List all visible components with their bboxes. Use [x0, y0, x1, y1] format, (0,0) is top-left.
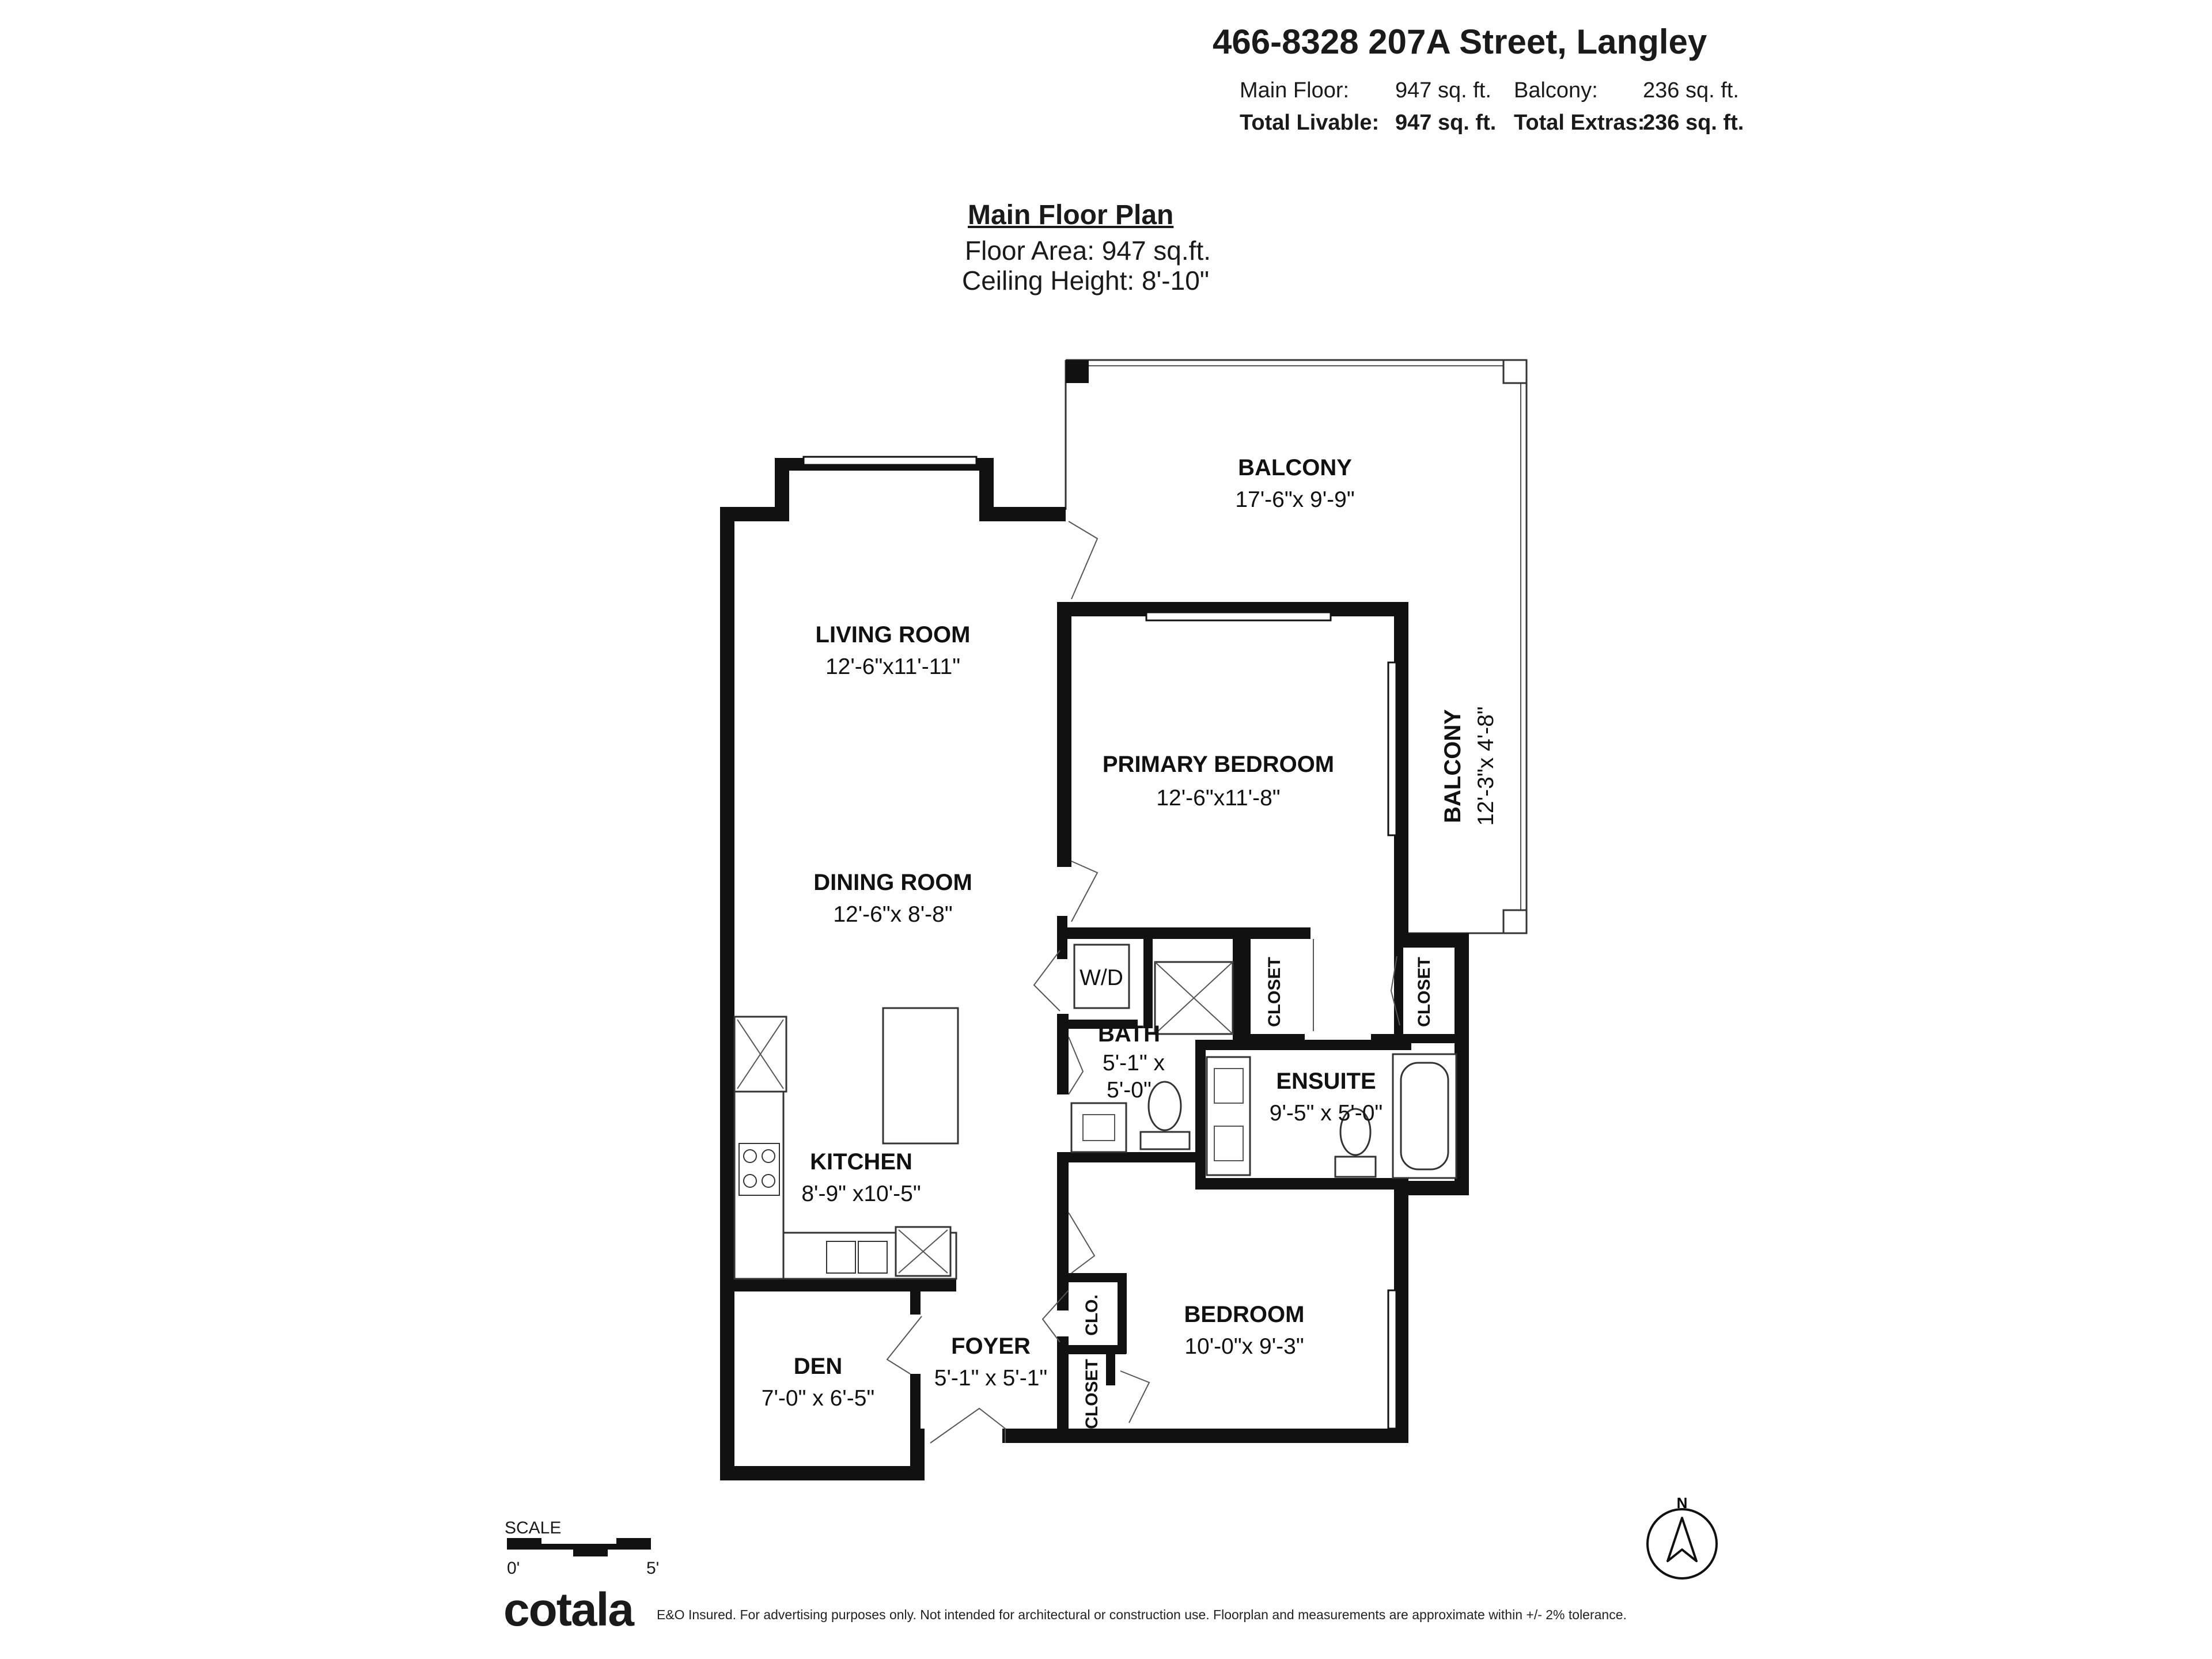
closet-a-label: CLOSET	[1265, 957, 1284, 1027]
ceiling-height: Ceiling Height: 8'-10"	[962, 266, 1210, 296]
property-address: 466-8328 207A Street, Langley	[1213, 22, 1707, 61]
closet-c-label: CLOSET	[1082, 1359, 1101, 1429]
room-labels: BALCONY 17'-6"x 9'-9" BALCONY 12'-3"x 4'…	[762, 455, 1498, 1429]
bath-dim-2: 5'-0"	[1107, 1078, 1152, 1103]
scale-start: 0'	[507, 1559, 520, 1578]
bathtub	[1392, 1053, 1457, 1179]
compass-north: N	[1677, 1494, 1688, 1512]
balcony-value: 236 sq. ft.	[1643, 78, 1739, 103]
scale-label: SCALE	[505, 1518, 562, 1537]
closet-b-label: CLOSET	[1415, 957, 1434, 1027]
kitchen-island	[882, 1007, 959, 1145]
balcony-post-side	[1502, 909, 1528, 934]
dining-room-dim: 12'-6"x 8'-8"	[833, 902, 952, 927]
floor-area: Floor Area: 947 sq.ft.	[965, 236, 1211, 266]
compass-icon: N	[1646, 1494, 1718, 1580]
wd-label: W/D	[1080, 965, 1123, 990]
balcony-outline	[1065, 359, 1528, 934]
plan-title: Main Floor Plan	[968, 200, 1174, 230]
bedroom-dim: 10'-0"x 9'-3"	[1184, 1334, 1304, 1359]
main-floor-value: 947 sq. ft.	[1395, 78, 1491, 103]
primary-bedroom-dim: 12'-6"x11'-8"	[1156, 786, 1280, 810]
bath-dim-1: 5'-1" x	[1103, 1051, 1165, 1075]
scale-bar	[507, 1538, 651, 1556]
door-swings	[886, 521, 1400, 1444]
balcony-side-dim: 12'-3"x 4'-8"	[1474, 706, 1498, 825]
washer-dryer	[1073, 944, 1130, 1009]
clo-label: CLO.	[1082, 1294, 1101, 1336]
bath-vanity	[1070, 1102, 1127, 1153]
foyer-name: FOYER	[951, 1334, 1031, 1359]
interior-walls	[720, 916, 1457, 1443]
balcony-post-corner	[1502, 359, 1528, 384]
foyer-dim: 5'-1" x 5'-1"	[934, 1366, 1048, 1391]
kitchen-counter	[733, 1090, 785, 1280]
kitchen-dim: 8'-9" x10'-5"	[801, 1181, 921, 1206]
den-name: DEN	[794, 1354, 842, 1379]
total-livable-label: Total Livable:	[1240, 111, 1380, 135]
balcony-side-name: BALCONY	[1440, 709, 1465, 823]
living-room-name: LIVING ROOM	[816, 622, 971, 647]
balcony-main-name: BALCONY	[1238, 455, 1352, 480]
balcony-label: Balcony:	[1514, 78, 1598, 103]
main-floor-label: Main Floor:	[1240, 78, 1350, 103]
scale-end: 5'	[646, 1559, 660, 1578]
disclaimer: E&O Insured. For advertising purposes on…	[657, 1607, 1627, 1622]
windows	[802, 456, 1397, 1430]
ensuite-dim: 9'-5" x 5'-0"	[1270, 1101, 1383, 1126]
ensuite-toilet	[1334, 1108, 1377, 1178]
balcony-post	[1066, 360, 1089, 383]
balcony-main-dim: 17'-6"x 9'-9"	[1235, 487, 1354, 512]
ensuite-name: ENSUITE	[1276, 1069, 1376, 1094]
dining-room-name: DINING ROOM	[813, 870, 972, 895]
fixtures	[733, 944, 1457, 1280]
total-livable-value: 947 sq. ft.	[1395, 111, 1497, 135]
living-room-dim: 12'-6"x11'-11"	[825, 654, 960, 679]
den-dim: 7'-0" x 6'-5"	[762, 1386, 875, 1411]
bedroom-name: BEDROOM	[1184, 1302, 1305, 1327]
total-extras-value: 236 sq. ft.	[1643, 111, 1744, 135]
bath-toilet	[1139, 1081, 1191, 1150]
cotala-logo: cotala	[503, 1584, 634, 1636]
kitchen-sink	[826, 1241, 888, 1274]
primary-bedroom-name: PRIMARY BEDROOM	[1103, 752, 1334, 777]
total-extras-label: Total Extras:	[1514, 111, 1645, 135]
stove	[738, 1143, 780, 1196]
bath-name: BATH	[1098, 1021, 1160, 1047]
kitchen-name: KITCHEN	[810, 1149, 912, 1175]
